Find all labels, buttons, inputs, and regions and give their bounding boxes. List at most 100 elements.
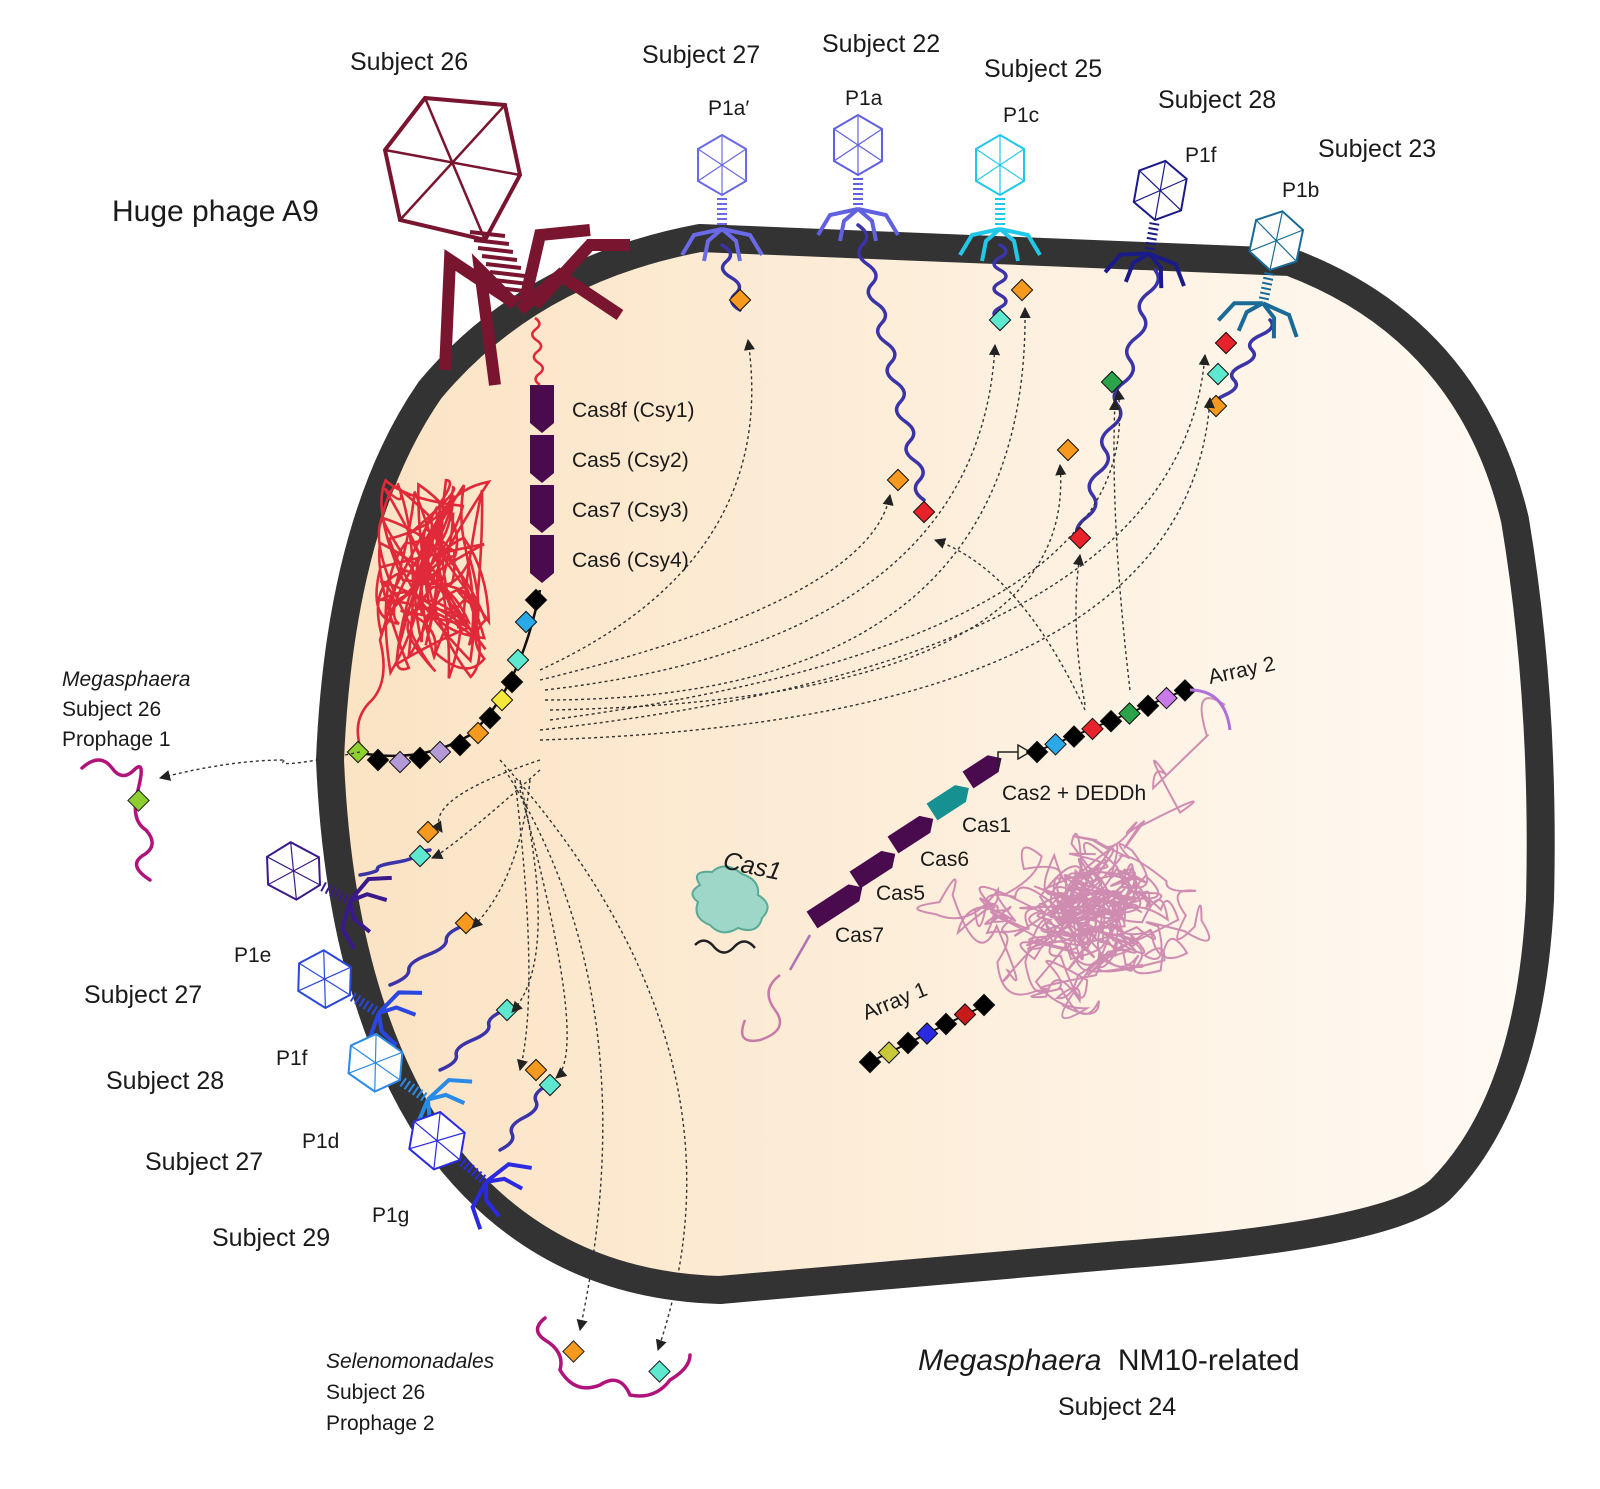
huge-phage-tail-ring <box>477 246 514 254</box>
huge-phage-label: Huge phage A9 <box>112 195 319 228</box>
host-genus-name: Megasphaera <box>918 1344 1101 1377</box>
phage-tail-ring <box>1148 227 1159 231</box>
phage-tail-fiber <box>857 207 900 237</box>
phage-tail-ring <box>1258 296 1270 301</box>
huge-cas-label: Cas6 (Csy4) <box>572 549 689 572</box>
host-cas-gene <box>887 815 934 854</box>
top-phage-spacer <box>1100 370 1124 394</box>
huge-array-spacer <box>448 733 472 757</box>
prophage-1-subject-label: Subject 26 <box>62 698 161 721</box>
targeting-arrows <box>158 306 1215 1352</box>
huge-cas-gene <box>530 485 554 533</box>
prophage-2-subject-label: Subject 26 <box>326 1381 425 1404</box>
targeting-arrow <box>544 343 1001 691</box>
host-array-2 <box>1025 679 1232 764</box>
huge-array-spacer <box>466 721 490 745</box>
left-phage-genome <box>388 923 467 987</box>
top-phage-spacer <box>1068 526 1092 550</box>
host-genus-suffix: NM10-related <box>1118 1344 1300 1377</box>
phage-tail-ring <box>478 1174 487 1184</box>
host-array-1-spacer <box>915 1022 939 1045</box>
phage-capsid-facet <box>1138 170 1182 211</box>
phage-tail-ring <box>366 1002 374 1013</box>
host-promoter-icon <box>997 743 1032 770</box>
huge-phage-tail-fiber <box>516 267 624 320</box>
phage-tail-fiber <box>1236 301 1264 332</box>
phage-tail-fiber <box>348 875 392 903</box>
host-cas-gene <box>962 755 1002 789</box>
phage-tail-ring <box>333 889 341 899</box>
host-array-1-spacer <box>858 1050 882 1074</box>
host-array-1-spacer <box>972 993 996 1017</box>
host-array-2-spacer <box>1136 694 1160 718</box>
top-phage-spacer <box>912 500 936 524</box>
huge-phage-tail-ring <box>485 262 522 270</box>
huge-array-spacer <box>500 670 524 694</box>
phage-tail-fiber <box>340 900 356 950</box>
host-array-2-spacer <box>1062 725 1086 748</box>
host-cas-gene-arrow <box>849 850 896 889</box>
top-phage-spacer <box>1056 438 1080 462</box>
phage-tail-ring <box>403 1080 412 1090</box>
phage-tail-ring <box>474 1170 483 1180</box>
huge-phage-tail-ring <box>469 230 506 238</box>
left-phage-name-label: P1g <box>372 1204 409 1227</box>
prophage-1-genus-label: Megasphaera <box>62 668 190 691</box>
left-phage-name-label: P1d <box>302 1130 339 1153</box>
top-phage-spacer <box>988 308 1012 332</box>
prophage-1-spacer <box>127 789 150 812</box>
top-phage-name-label: P1b <box>1282 179 1319 202</box>
left-phage-subject-label: Subject 28 <box>106 1067 224 1095</box>
left-phage-spacer <box>408 844 432 868</box>
targeting-arrow <box>1072 553 1086 706</box>
prophage-2 <box>535 1316 692 1398</box>
host-cas-gene-arrow <box>806 884 863 929</box>
targeting-arrow <box>539 338 755 671</box>
huge-phage-capsid <box>382 95 523 243</box>
phage-tail-ring <box>459 1158 468 1168</box>
top-phage-subject-label: Subject 22 <box>822 30 940 58</box>
phage-tail-ring <box>337 891 345 902</box>
phage-tail-fiber <box>721 227 764 257</box>
host-cas-gene-arrow <box>962 755 1002 789</box>
phage-tail-fiber <box>1216 301 1263 322</box>
phage-capsid-facet <box>409 1132 465 1150</box>
prophage-1-coil <box>80 758 154 882</box>
phage-tail-ring <box>1146 236 1157 241</box>
phage-tail-fiber <box>349 892 388 903</box>
huge-array-spacer <box>478 706 502 730</box>
phage-tail-ring <box>1261 281 1273 286</box>
phage-capsid-facet <box>833 128 883 162</box>
top-phage-name-label: P1a′ <box>708 97 749 120</box>
host-cas-label: Cas6 <box>920 848 969 871</box>
targeting-arrow <box>511 779 539 1013</box>
left-phage-subject-label: Subject 27 <box>145 1148 263 1176</box>
phage-tail-ring <box>324 884 332 895</box>
huge-cas-gene <box>530 535 554 583</box>
phage-tail-fiber <box>1123 251 1151 283</box>
host-cas-gene <box>849 850 896 889</box>
phage-tail-ring <box>470 1167 479 1177</box>
phage-tail-ring <box>1145 241 1156 246</box>
phage-capsid-facet <box>697 148 747 182</box>
huge-array-spacer <box>490 688 514 712</box>
targeting-arrow <box>539 493 894 681</box>
phage-tail-ring <box>415 1089 424 1099</box>
phage-capsid-facet <box>267 856 320 886</box>
huge-array-spacer <box>428 740 452 764</box>
top-phage-genome <box>1212 318 1274 412</box>
host-cas-gene <box>806 884 863 929</box>
host-array-2-spacer <box>1118 702 1141 725</box>
phage-tail-fiber <box>720 227 742 262</box>
phage-tail-ring <box>399 1077 407 1087</box>
phage-icon <box>958 133 1042 262</box>
phage-tail-fiber <box>999 227 1042 257</box>
host-array-1-spacer <box>934 1012 958 1036</box>
phage-tail-fiber <box>470 1180 488 1230</box>
huge-phage-cas-column: Cas8f (Csy1)Cas5 (Csy2)Cas7 (Csy3)Cas6 (… <box>530 385 695 583</box>
host-cas-gene <box>926 785 969 821</box>
